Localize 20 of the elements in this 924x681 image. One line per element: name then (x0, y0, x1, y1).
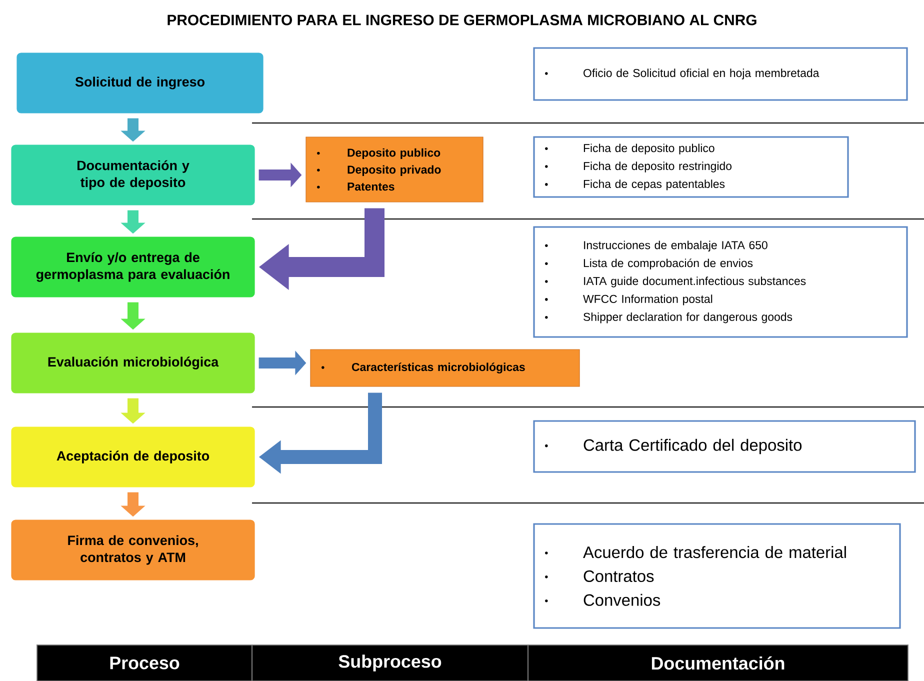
subprocess-box: Características microbiológicas (310, 349, 580, 387)
process-box: Evaluación microbiológica (11, 332, 255, 394)
document-list-box: Ficha de deposito publico Ficha de deposito restringido Ficha de cepas patentables (533, 136, 849, 198)
node-label: Proceso (110, 656, 180, 670)
document-list-box: Oficio de Solicitud oficial en hoja membretada (533, 47, 908, 101)
node-label: Subproceso (338, 654, 442, 672)
process-box: Documentación y tipo de deposito (11, 144, 255, 206)
subprocess-box: Deposito publico Deposito privado Patentes (306, 136, 484, 202)
column-header: Subproceso (252, 644, 528, 681)
process-box: Solicitud de ingreso (16, 52, 264, 114)
document-list-box: Acuerdo de trasferencia de material Contratos Convenios (533, 523, 901, 629)
column-header: Proceso (36, 644, 252, 681)
node-label: Documentación (652, 656, 784, 670)
column-header: Documentación (528, 644, 908, 681)
document-list-box: Carta Certificado del deposito (533, 420, 916, 473)
process-box: Aceptación de deposito (11, 426, 255, 488)
title: PROCEDIMIENTO PARA EL INGRESO DE GERMOPLASMA MICROBIANO AL CNRG (168, 14, 756, 26)
process-box: Firma de convenios, contratos y ATM (11, 520, 255, 580)
process-box: Envío y/o entrega de germoplasma para evaluación (11, 236, 255, 298)
document-list-box: Instrucciones de embalaje IATA 650 Lista de comprobación de envios IATA guide document.infectious substances WFCC Information postal Shipper declaration for dangerous goods (533, 226, 908, 338)
